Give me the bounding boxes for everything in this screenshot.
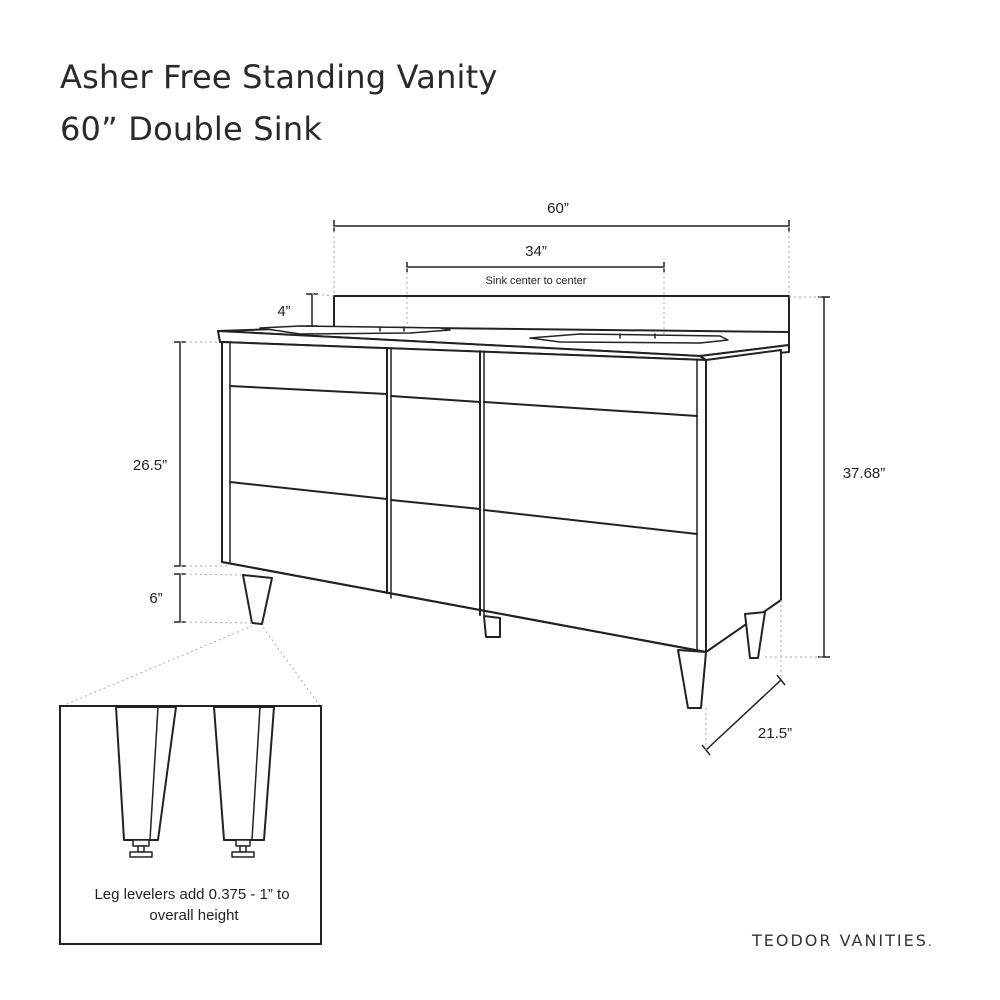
front-left-leg: [242, 574, 273, 625]
product-title: Asher Free Standing Vanity: [60, 58, 498, 96]
overall-height-label: 37.68”: [843, 465, 886, 482]
back-right-leg: [744, 611, 766, 659]
inset-leg-right: [213, 706, 275, 841]
left-sink: [259, 325, 451, 335]
inset-leg-left: [115, 706, 177, 841]
inset-leveler-right: [235, 839, 251, 847]
leg-height-label: 6”: [149, 590, 162, 607]
brand-mark: .: [927, 935, 932, 949]
cabinet-height-label: 26.5”: [133, 457, 167, 474]
inset-leveler-left: [132, 839, 150, 847]
center-leg: [483, 615, 501, 638]
sink-spacing-note: Sink center to center: [486, 275, 587, 287]
brand-logo: TEODOR VANITIES.: [752, 931, 932, 950]
cabinet-side: [705, 349, 782, 653]
backsplash: [333, 295, 790, 333]
leg-leveler-inset: [59, 705, 322, 945]
sink-spacing-label: 34”: [525, 243, 547, 260]
inset-note-line2: overall height: [149, 907, 239, 924]
product-subtitle: 60” Double Sink: [60, 110, 323, 148]
depth-label: 21.5”: [758, 725, 792, 742]
width-label: 60”: [547, 200, 569, 217]
backsplash-height-label: 4”: [277, 303, 290, 320]
right-sink: [529, 333, 729, 344]
countertop-side-edge: [699, 344, 790, 361]
brand-name: TEODOR VANITIES: [752, 931, 928, 950]
front-right-leg: [677, 649, 707, 709]
inset-note-line1: Leg levelers add 0.375 - 1” to: [94, 886, 289, 903]
